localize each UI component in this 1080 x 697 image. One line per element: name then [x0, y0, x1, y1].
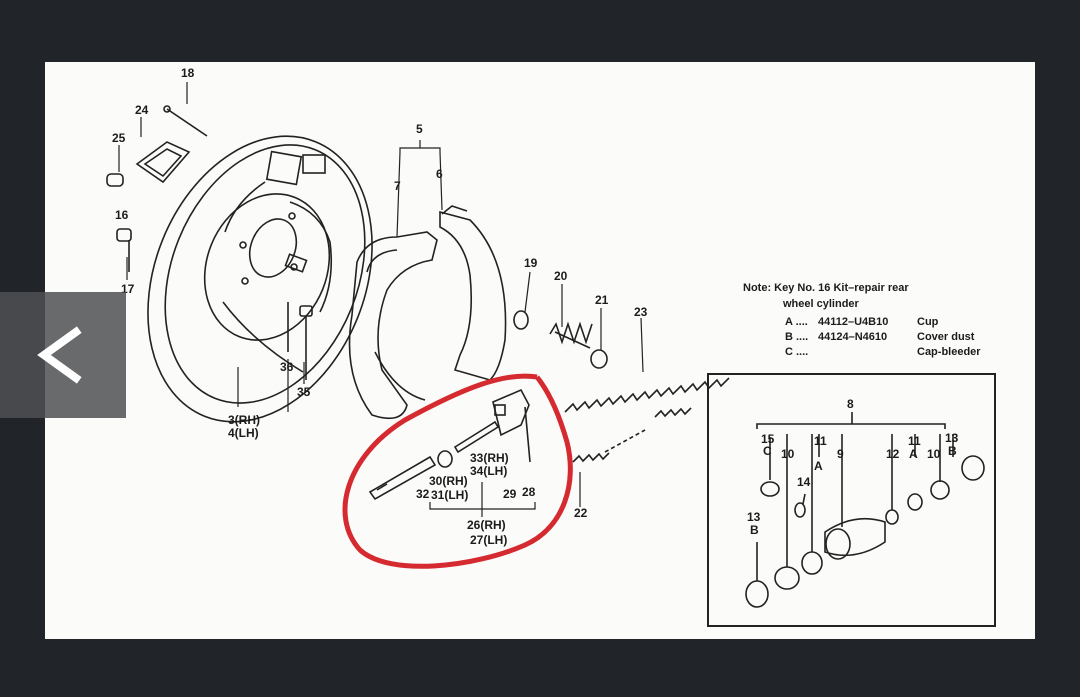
note-row-c-key: C .... — [785, 346, 808, 358]
label-4: 4(LH) — [228, 426, 259, 440]
note-row-a-desc: Cup — [917, 316, 939, 328]
parking-lever-assembly — [368, 388, 531, 501]
spring-20 — [549, 321, 593, 349]
label-30: 30(RH) — [429, 474, 468, 488]
label-10b: 10 — [927, 447, 941, 461]
note-line-1: Note: Key No. 16 Kit–repair rear — [743, 282, 909, 294]
label-28: 28 — [522, 485, 536, 499]
label-3: 3(RH) — [228, 413, 260, 427]
backing-plate — [147, 135, 373, 423]
label-25: 25 — [112, 131, 126, 145]
label-32: 32 — [416, 487, 430, 501]
label-16: 16 — [115, 208, 129, 222]
note-line-2: wheel cylinder — [782, 298, 860, 310]
label-b1: B — [948, 444, 957, 458]
note-block: Note: Key No. 16 Kit–repair rear wheel c… — [743, 282, 981, 358]
note-row-a-key: A .... — [785, 316, 808, 328]
parts-diagram: 18 24 25 16 17 5 7 6 19 20 21 23 36 35 3… — [45, 62, 1035, 639]
label-a1: A — [814, 459, 823, 473]
label-5: 5 — [416, 122, 423, 136]
label-14: 14 — [797, 475, 811, 489]
label-23: 23 — [634, 305, 648, 319]
leader-lines — [118, 82, 644, 517]
label-7: 7 — [394, 179, 401, 193]
wheel-cylinder-detail — [707, 373, 996, 627]
spring-23 — [564, 377, 730, 413]
brake-shoe-6 — [439, 205, 507, 381]
cap-21 — [590, 349, 608, 369]
highlight-circle — [342, 373, 573, 569]
note-row-c-desc: Cap-bleeder — [917, 346, 981, 358]
chevron-left-icon — [37, 326, 82, 384]
label-11b: 11 — [908, 434, 921, 448]
label-31: 31(LH) — [431, 488, 468, 502]
label-19: 19 — [524, 256, 538, 270]
label-24: 24 — [135, 103, 149, 117]
part-labels: 18 24 25 16 17 5 7 6 19 20 21 23 36 35 3… — [112, 66, 959, 547]
part-19 — [513, 310, 529, 330]
note-row-a-part: 44112–U4B10 — [818, 316, 888, 328]
label-8: 8 — [847, 397, 854, 411]
back-button[interactable] — [0, 292, 126, 418]
label-34: 34(LH) — [470, 464, 507, 478]
label-12: 12 — [886, 447, 900, 461]
label-20: 20 — [554, 269, 568, 283]
pin-18 — [163, 105, 208, 137]
label-18: 18 — [181, 66, 195, 80]
note-row-b-key: B .... — [785, 331, 808, 343]
label-36: 36 — [280, 360, 294, 374]
label-22: 22 — [574, 506, 588, 520]
label-29: 29 — [503, 487, 517, 501]
pin-35 — [299, 305, 313, 380]
label-26: 26(RH) — [467, 518, 506, 532]
label-33: 33(RH) — [470, 451, 509, 465]
label-b2: B — [750, 523, 759, 537]
label-13a: 13 — [945, 431, 959, 445]
brake-shoe-7 — [348, 231, 438, 420]
plug-25 — [106, 173, 124, 187]
label-9: 9 — [837, 447, 844, 461]
label-35: 35 — [297, 385, 311, 399]
label-13b: 13 — [747, 510, 761, 524]
plug-24 — [135, 141, 191, 184]
label-6: 6 — [436, 167, 443, 181]
note-row-b-part: 44124–N4610 — [818, 331, 887, 343]
label-11a: 11 — [814, 434, 827, 448]
label-a2: A — [909, 447, 918, 461]
label-27: 27(LH) — [470, 533, 507, 547]
label-15: 15 — [761, 432, 775, 446]
note-row-b-desc: Cover dust — [917, 331, 975, 343]
label-c: C — [763, 444, 772, 458]
spring-22 — [572, 407, 692, 463]
label-10a: 10 — [781, 447, 795, 461]
bleeder-16 — [116, 228, 132, 272]
label-21: 21 — [595, 293, 609, 307]
